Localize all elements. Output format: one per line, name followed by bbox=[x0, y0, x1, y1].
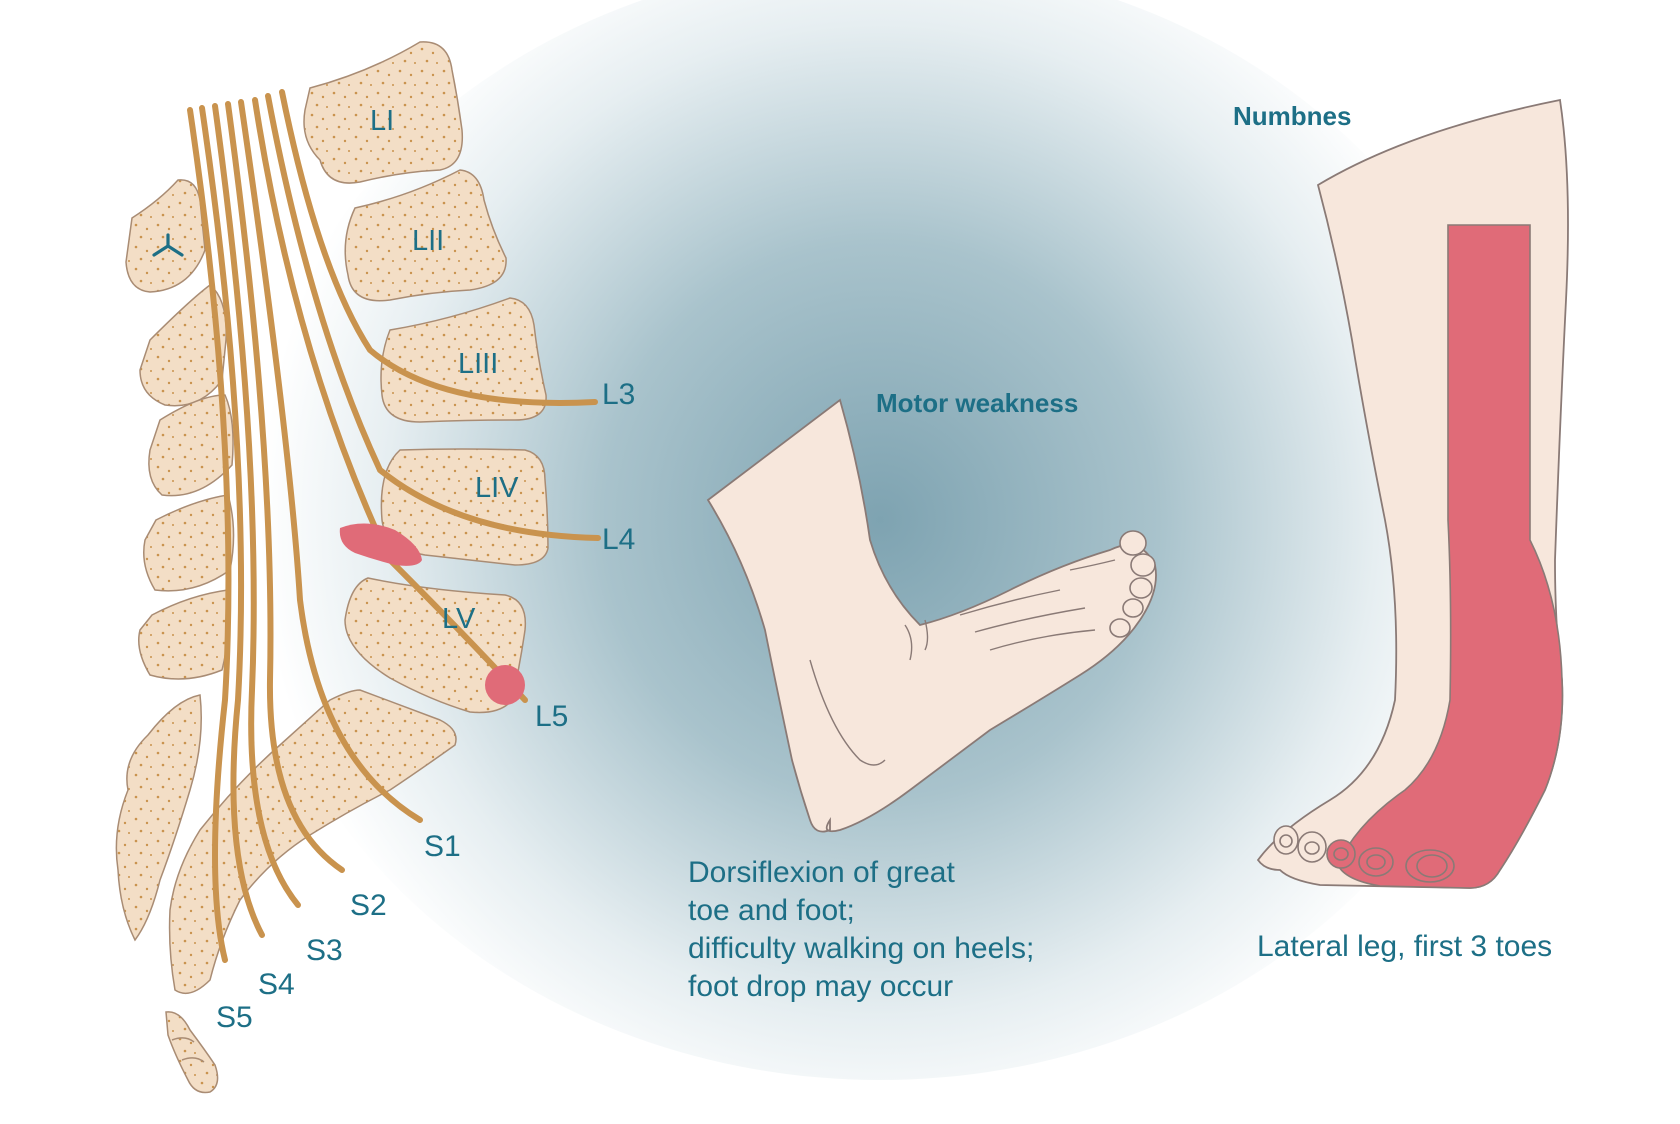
nerve-label-S1: S1 bbox=[424, 830, 461, 863]
toe-3 bbox=[1130, 578, 1152, 598]
toe-5 bbox=[1110, 619, 1130, 637]
toe-4 bbox=[1123, 599, 1143, 617]
toe-small-1 bbox=[1274, 826, 1298, 854]
toe-2 bbox=[1131, 554, 1155, 576]
motor-description-line-1: Dorsiflexion of great bbox=[688, 856, 955, 889]
vertebra-label-LIV: LIV bbox=[475, 472, 519, 504]
toe-numb-2 bbox=[1359, 848, 1393, 876]
motor-description-line-4: foot drop may occur bbox=[688, 970, 953, 1003]
nerve-label-L3: L3 bbox=[602, 378, 635, 411]
coccyx bbox=[166, 1012, 218, 1093]
vertebra-label-LI: LI bbox=[370, 105, 394, 137]
nerve-label-S4: S4 bbox=[258, 968, 295, 1001]
toe-1 bbox=[1120, 531, 1146, 555]
nerve-label-S3: S3 bbox=[306, 934, 343, 967]
vertebra-label-LIII: LIII bbox=[458, 348, 498, 380]
vertebra-label-LV: LV bbox=[442, 603, 476, 635]
motor-description-line-3: difficulty walking on heels; bbox=[688, 932, 1034, 965]
motor-description-line-2: toe and foot; bbox=[688, 894, 855, 927]
posterior-element-4 bbox=[144, 495, 234, 591]
toe-numb-3 bbox=[1327, 840, 1355, 868]
toe-small-2 bbox=[1298, 832, 1326, 862]
foraminal-lesion bbox=[485, 665, 525, 705]
posterior-element-1 bbox=[126, 180, 205, 292]
posterior-element-5 bbox=[139, 590, 229, 679]
numbness-caption: Lateral leg, first 3 toes bbox=[1257, 930, 1552, 963]
numbness-heading: Numbnes bbox=[1233, 101, 1351, 131]
nerve-label-L4: L4 bbox=[602, 523, 635, 556]
nerve-label-S5: S5 bbox=[216, 1001, 253, 1034]
motor-weakness-heading: Motor weakness bbox=[876, 388, 1078, 418]
nerve-label-L5: L5 bbox=[535, 700, 568, 733]
vertebra-label-LII: LII bbox=[412, 225, 444, 257]
nerve-label-S2: S2 bbox=[350, 889, 387, 922]
